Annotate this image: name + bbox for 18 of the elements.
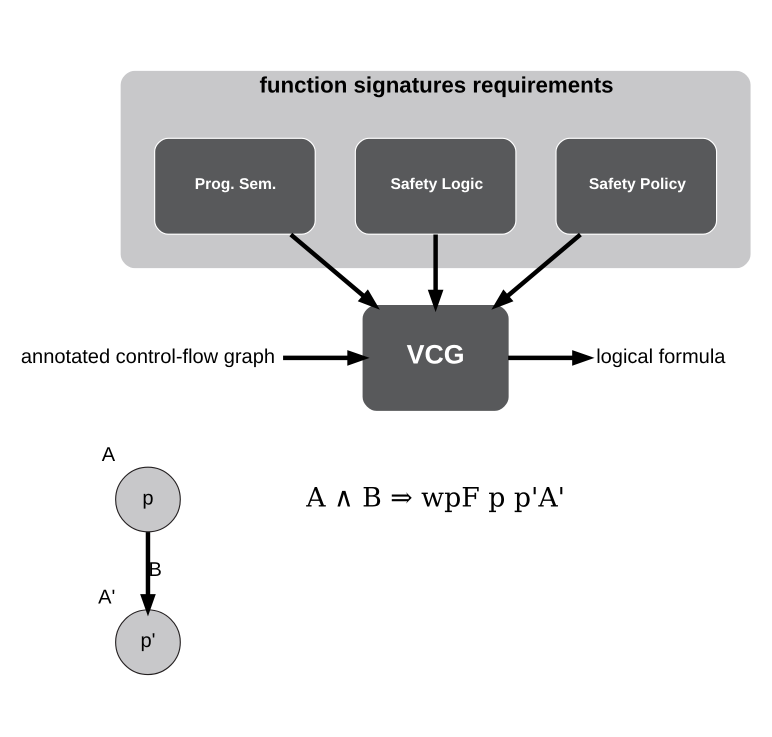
- node-box: VCG: [362, 304, 509, 411]
- edge-label: B: [148, 558, 162, 581]
- arrow: [491, 232, 582, 310]
- node-label: A': [98, 586, 116, 609]
- node-text: annotated control-flow graph: [20, 346, 276, 368]
- arrow: [289, 232, 380, 310]
- arrow: [140, 532, 156, 616]
- arrow: [283, 350, 370, 366]
- label: A ∧ B ⇒ wpF p p'A': [306, 482, 566, 514]
- node-label: A: [102, 444, 116, 466]
- node-circle: p: [115, 466, 181, 532]
- arrow: [508, 350, 595, 366]
- arrow: [428, 234, 444, 312]
- node-box: Safety Policy: [555, 138, 718, 235]
- node-circle: p': [115, 609, 181, 676]
- node-text: logical formula: [596, 346, 726, 368]
- node-box: Safety Logic: [354, 138, 516, 235]
- node-box: Prog. Sem.: [154, 138, 316, 235]
